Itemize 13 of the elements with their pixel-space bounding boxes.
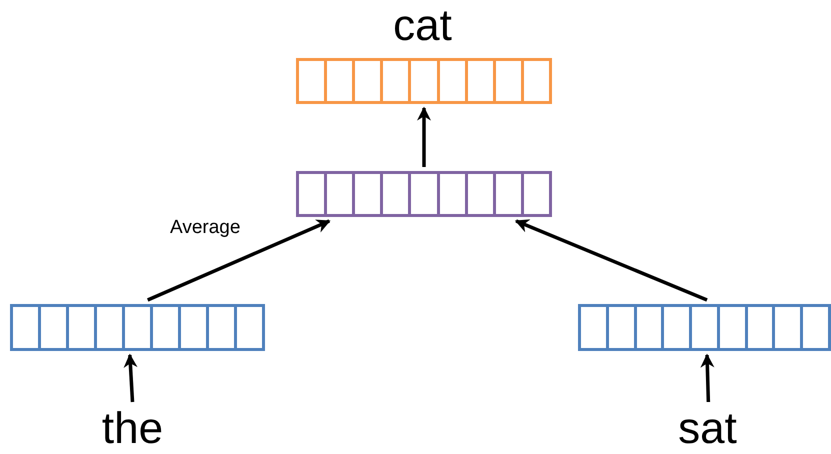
edge-label: Average bbox=[168, 218, 242, 237]
vector-bar bbox=[296, 171, 552, 217]
vector-bar bbox=[578, 304, 831, 351]
word-label: the bbox=[90, 404, 175, 454]
word-label: cat bbox=[380, 0, 465, 52]
arrow bbox=[147, 219, 331, 302]
arrow bbox=[417, 106, 431, 167]
arrow bbox=[124, 354, 138, 402]
vector-bar bbox=[296, 58, 552, 104]
arrow bbox=[514, 219, 708, 302]
arrow bbox=[700, 354, 714, 402]
word-label: sat bbox=[665, 404, 750, 454]
vector-bar bbox=[10, 304, 265, 351]
